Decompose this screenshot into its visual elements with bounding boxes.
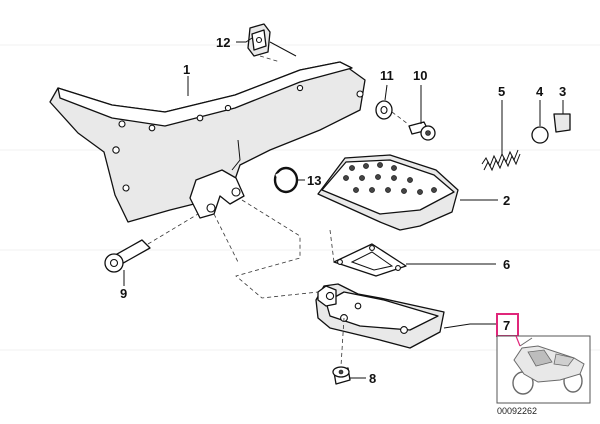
part-10-bolt[interactable] bbox=[408, 121, 436, 141]
callout-2[interactable]: 2 bbox=[503, 193, 510, 208]
motorcycle-thumbnail[interactable] bbox=[496, 335, 591, 404]
callout-7-highlighted[interactable]: 7 bbox=[496, 313, 519, 337]
callout-8[interactable]: 8 bbox=[369, 371, 376, 386]
callout-9[interactable]: 9 bbox=[120, 286, 127, 301]
callout-11[interactable]: 11 bbox=[380, 68, 394, 83]
thumbnail-pointer bbox=[515, 335, 521, 347]
callout-6[interactable]: 6 bbox=[503, 257, 510, 272]
part-1-bracket-plate[interactable] bbox=[49, 61, 366, 223]
part-7-footpeg-carrier[interactable] bbox=[315, 283, 445, 349]
catalog-number: 00092262 bbox=[497, 406, 537, 416]
callout-10[interactable]: 10 bbox=[413, 68, 427, 83]
callout-3[interactable]: 3 bbox=[559, 84, 566, 99]
part-5-spring[interactable] bbox=[481, 149, 521, 172]
callout-5[interactable]: 5 bbox=[498, 84, 505, 99]
callout-12[interactable]: 12 bbox=[216, 35, 230, 50]
footpeg-studs bbox=[343, 162, 437, 195]
callout-7: 7 bbox=[503, 318, 510, 333]
part-9-pivot-pin[interactable] bbox=[104, 239, 151, 273]
motorcycle-icon bbox=[512, 337, 585, 395]
part-6-triangle-plate[interactable] bbox=[333, 243, 407, 277]
callout-13[interactable]: 13 bbox=[307, 173, 321, 188]
part-12-clip-nut[interactable] bbox=[247, 23, 271, 57]
part-13-circlip[interactable] bbox=[273, 166, 299, 194]
part-2-footpeg-rubber[interactable] bbox=[317, 154, 459, 231]
part-8-screw[interactable] bbox=[332, 366, 351, 385]
part-4-ball[interactable] bbox=[531, 126, 549, 144]
callout-labels: 1 2 3 4 5 6 8 9 10 11 12 13 bbox=[120, 35, 566, 386]
callout-4[interactable]: 4 bbox=[536, 84, 544, 99]
leader-lines bbox=[123, 37, 564, 379]
part-11-washer[interactable] bbox=[375, 100, 393, 120]
assembly-dashed-lines bbox=[147, 55, 409, 367]
part-3-pad[interactable] bbox=[553, 113, 571, 133]
callout-1[interactable]: 1 bbox=[183, 62, 190, 77]
